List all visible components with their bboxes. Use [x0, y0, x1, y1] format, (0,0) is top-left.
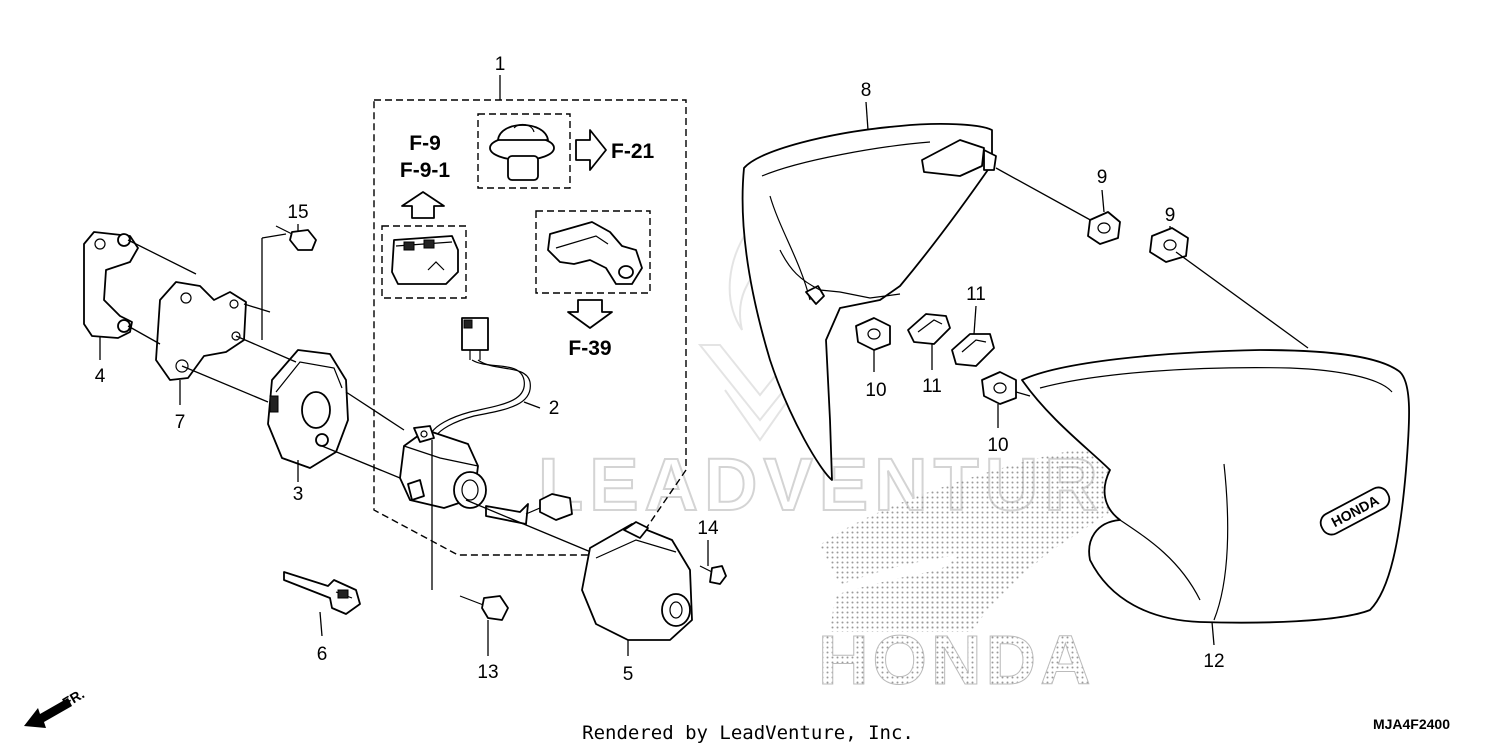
arrow-front-icon	[24, 698, 72, 728]
callout-numbers: 1 2 3 4 5 6 7 8 9 9 10 10 11 11 12 13 14…	[95, 54, 1225, 685]
mounting-plate-icon	[155, 281, 247, 381]
arrow-down-icon	[567, 299, 613, 329]
callout-3[interactable]: 3	[293, 484, 304, 505]
callout-13[interactable]: 13	[477, 662, 498, 683]
badge-emblem-icon	[1319, 486, 1391, 536]
callout-5[interactable]: 5	[623, 664, 634, 685]
cap-part-icon	[489, 123, 555, 181]
latch-part-icon	[547, 221, 643, 285]
bolt-15-icon	[275, 225, 317, 251]
connector-plug-icon	[461, 317, 489, 360]
lock-base-bracket-icon	[267, 349, 349, 469]
ref-label-f9-1[interactable]: F-9-1	[400, 159, 450, 182]
bolt-13-icon	[459, 595, 509, 621]
callout-15[interactable]: 15	[287, 202, 308, 223]
honda-brand-text: HONDA	[818, 621, 1095, 699]
wire-harness	[431, 359, 525, 433]
connector-part-icon	[391, 235, 459, 285]
blank-key-icon	[283, 571, 361, 615]
leader-line-6	[319, 611, 323, 637]
diagram-code: MJA4F2400	[1373, 716, 1450, 732]
side-bracket-icon	[83, 231, 139, 339]
callout-10b[interactable]: 10	[987, 435, 1008, 456]
grommet-9a-icon	[1087, 211, 1121, 245]
leader-line-11b	[973, 305, 977, 335]
subassembly-box-connector	[381, 225, 467, 299]
leader-line-9a	[1101, 189, 1105, 213]
screw-14-icon	[699, 565, 727, 585]
front-direction-indicator: FR.	[24, 685, 87, 728]
arrow-up-icon	[401, 191, 445, 219]
callout-11a[interactable]: 11	[922, 376, 942, 397]
key-icon	[485, 493, 573, 525]
leader-line-8	[865, 101, 869, 131]
callout-9a[interactable]: 9	[1097, 167, 1108, 188]
side-cover-outer-icon: HONDA	[1021, 349, 1410, 624]
leader-line-2	[523, 401, 541, 409]
subassembly-box-latch	[535, 210, 651, 294]
guide-line-9-12	[1175, 251, 1309, 349]
grommet-10b-icon	[981, 371, 1017, 405]
grommet-11a-icon	[907, 313, 951, 345]
ignition-lock-icon	[399, 425, 487, 509]
callout-14[interactable]: 14	[697, 518, 719, 539]
rendered-by-credit: Rendered by LeadVenture, Inc.	[582, 722, 914, 744]
leader-line-12	[1211, 621, 1215, 646]
lock-cover-icon	[581, 521, 693, 641]
side-cover-inner-icon	[741, 123, 997, 481]
callout-8[interactable]: 8	[861, 80, 872, 101]
callout-7[interactable]: 7	[175, 412, 186, 433]
ref-label-f21[interactable]: F-21	[611, 140, 655, 163]
ref-label-f39[interactable]: F-39	[568, 337, 611, 360]
assembly-guide-lines	[127, 233, 611, 590]
callout-12[interactable]: 12	[1203, 651, 1224, 672]
arrow-right-icon	[575, 129, 607, 171]
callout-1[interactable]: 1	[495, 54, 506, 75]
subassembly-box-cap	[477, 113, 571, 189]
callout-11b[interactable]: 11	[966, 284, 986, 305]
guide-line-8-9	[995, 167, 1095, 223]
grommet-11b-icon	[951, 333, 995, 367]
callout-6[interactable]: 6	[317, 644, 328, 665]
grommet-10a-icon	[855, 317, 891, 351]
callout-10a[interactable]: 10	[865, 380, 886, 401]
ref-label-f9[interactable]: F-9	[409, 132, 441, 155]
callout-4[interactable]: 4	[95, 366, 106, 387]
callout-2[interactable]: 2	[549, 398, 560, 419]
callout-9b[interactable]: 9	[1165, 205, 1176, 226]
